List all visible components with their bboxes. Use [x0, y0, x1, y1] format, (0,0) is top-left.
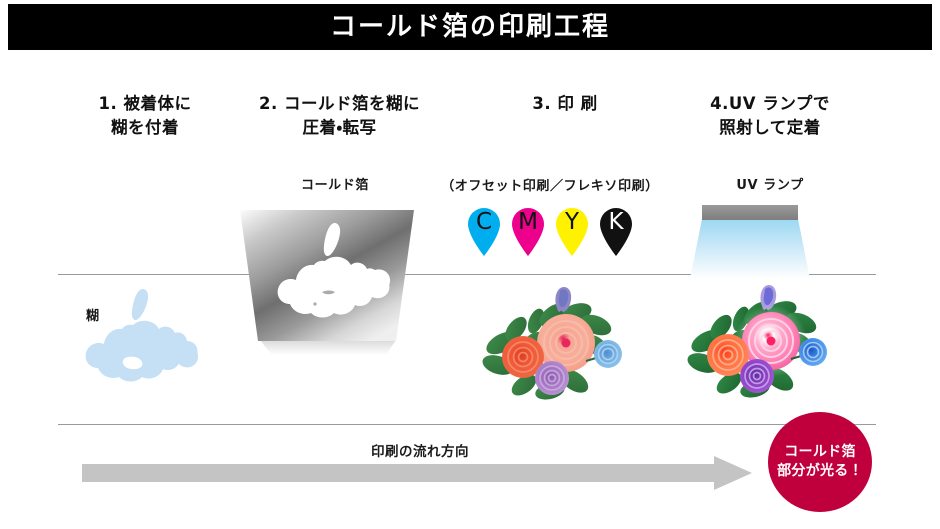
- cmyk-drop-c: C: [466, 206, 502, 256]
- print-flow-arrow: [82, 456, 752, 490]
- printed-bouquet-image: [478, 281, 628, 407]
- cold-foil-sheet-illustration: [236, 204, 418, 355]
- foil-highlight-badge: コールド箔 部分が光る！: [768, 412, 872, 512]
- page-title: コールド箔の印刷工程: [329, 12, 610, 42]
- cmyk-ink-drops: C M Y K: [466, 206, 634, 258]
- foil-glow-bouquet-image: [683, 279, 833, 405]
- cmyk-letter-k: K: [608, 209, 624, 235]
- step-2-heading: 2. コールド箔を糊に 圧着・転写: [259, 94, 420, 137]
- cmyk-drop-y: Y: [554, 206, 590, 256]
- uv-lamp-label: UV ランプ: [736, 178, 804, 193]
- flow-direction-label: 印刷の流れ方向: [371, 444, 469, 460]
- substrate-guide-line-bottom: [58, 424, 876, 425]
- badge-line-1: コールド箔: [784, 444, 856, 461]
- step-1-heading: 1. 被着体に 糊を付着: [98, 94, 192, 137]
- uv-lamp-illustration: [686, 201, 814, 279]
- print-method-label: （オフセット印刷／フレキソ印刷）: [441, 179, 659, 194]
- badge-line-2: 部分が光る！: [777, 463, 863, 479]
- slide-title-bar: コールド箔の印刷工程: [8, 4, 932, 50]
- substrate-guide-line-top: [58, 274, 876, 275]
- cmyk-drop-k: K: [598, 206, 634, 256]
- cold-foil-label: コールド箔: [300, 178, 369, 193]
- step-4-heading: 4.UV ランプで 照射して定着: [710, 94, 830, 137]
- glue-label: 糊: [86, 309, 100, 324]
- cmyk-letter-c: C: [475, 209, 493, 235]
- glue-blob-illustration: [78, 285, 208, 390]
- cmyk-drop-m: M: [510, 206, 546, 256]
- step-3-heading: 3. 印 刷: [532, 94, 598, 113]
- cmyk-letter-y: Y: [564, 209, 580, 235]
- cmyk-letter-m: M: [518, 209, 538, 235]
